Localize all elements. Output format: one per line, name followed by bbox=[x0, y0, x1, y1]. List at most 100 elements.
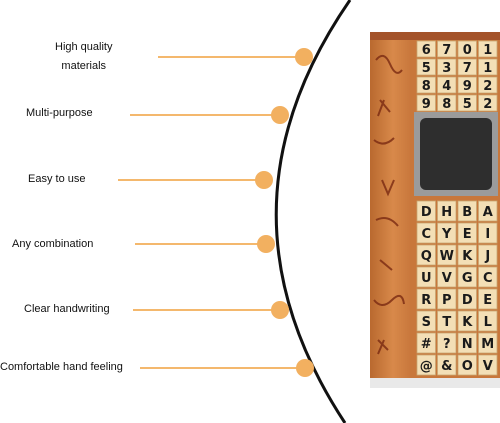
stamp-block bbox=[478, 354, 498, 376]
stamp-character: 8 bbox=[442, 97, 451, 112]
stamp-character: P bbox=[442, 293, 452, 308]
feature-label-any-combination: Any combination bbox=[12, 238, 94, 250]
stamp-block bbox=[416, 244, 436, 266]
stamp-character: K bbox=[462, 249, 473, 264]
stamp-character: K bbox=[462, 315, 473, 330]
stamp-block bbox=[478, 200, 498, 222]
stamp-character: 1 bbox=[483, 61, 492, 76]
stamp-block bbox=[437, 244, 457, 266]
stamp-block bbox=[437, 288, 457, 310]
stamp-character: V bbox=[442, 271, 452, 286]
stamp-character: & bbox=[441, 359, 452, 374]
stamp-character: W bbox=[440, 249, 454, 264]
stamp-block bbox=[478, 58, 498, 76]
stamp-character: 3 bbox=[442, 61, 451, 76]
stamp-block bbox=[457, 266, 477, 288]
stamp-block bbox=[416, 266, 436, 288]
stamp-character: E bbox=[463, 227, 472, 242]
stamp-character: @ bbox=[420, 359, 433, 374]
stamp-character: 1 bbox=[483, 43, 492, 58]
stamp-character: Q bbox=[421, 249, 432, 264]
stamp-block bbox=[416, 94, 436, 112]
stamp-block bbox=[416, 310, 436, 332]
connector-dot bbox=[271, 301, 289, 319]
stamp-block bbox=[437, 200, 457, 222]
stamp-block bbox=[437, 40, 457, 58]
stamp-character: # bbox=[421, 337, 432, 352]
stamp-block bbox=[437, 310, 457, 332]
stamp-character: 7 bbox=[442, 43, 451, 58]
stamp-character: ? bbox=[443, 337, 451, 352]
stamp-character: T bbox=[442, 315, 451, 330]
stamp-character: C bbox=[421, 227, 431, 242]
stamp-character: Y bbox=[441, 227, 452, 242]
stamp-block bbox=[478, 244, 498, 266]
box-shadow bbox=[370, 378, 500, 388]
stamp-character: O bbox=[462, 359, 473, 374]
stamp-character: L bbox=[484, 315, 492, 330]
stamp-character: A bbox=[483, 205, 493, 220]
stamp-character: 9 bbox=[463, 79, 472, 94]
stamp-block bbox=[478, 332, 498, 354]
stamp-block bbox=[457, 58, 477, 76]
stamp-character: V bbox=[483, 359, 493, 374]
stamp-block bbox=[457, 332, 477, 354]
stamp-character: 6 bbox=[422, 43, 431, 58]
stamp-character: R bbox=[421, 293, 431, 308]
stamp-block bbox=[478, 288, 498, 310]
stamp-block bbox=[457, 200, 477, 222]
stamp-block bbox=[437, 354, 457, 376]
stamp-character: U bbox=[421, 271, 432, 286]
stamp-character: D bbox=[421, 205, 432, 220]
feature-label-clear-handwriting: Clear handwriting bbox=[24, 303, 110, 315]
stamp-character: 2 bbox=[483, 79, 492, 94]
stamp-block bbox=[416, 332, 436, 354]
stamp-block bbox=[457, 288, 477, 310]
stamp-block bbox=[457, 222, 477, 244]
stamp-character: 4 bbox=[442, 79, 451, 94]
stamp-character: G bbox=[462, 271, 473, 286]
stamp-character: E bbox=[483, 293, 492, 308]
stamp-character: 8 bbox=[422, 79, 431, 94]
stamp-block bbox=[416, 40, 436, 58]
stamp-character: 5 bbox=[422, 61, 431, 76]
stamp-block bbox=[416, 200, 436, 222]
stamp-character: 5 bbox=[463, 97, 472, 112]
feature-label-comfortable: Comfortable hand feeling bbox=[0, 361, 123, 373]
stamp-character: 7 bbox=[463, 61, 472, 76]
ink-pad bbox=[420, 118, 492, 190]
stamp-block bbox=[478, 94, 498, 112]
feature-label-high-quality: High quality materials bbox=[55, 41, 113, 72]
connector-dot bbox=[295, 48, 313, 66]
stamp-character: N bbox=[462, 337, 473, 352]
connector-dot bbox=[255, 171, 273, 189]
stamp-block bbox=[457, 76, 477, 94]
stamp-block bbox=[416, 288, 436, 310]
stamp-character: D bbox=[462, 293, 473, 308]
stamp-block bbox=[457, 94, 477, 112]
stamp-character: I bbox=[485, 227, 490, 242]
stamp-block bbox=[437, 266, 457, 288]
stamp-block bbox=[478, 310, 498, 332]
stamp-block bbox=[437, 222, 457, 244]
box-side bbox=[370, 38, 416, 378]
stamp-block bbox=[478, 266, 498, 288]
stamp-block bbox=[437, 58, 457, 76]
connector-dot bbox=[296, 359, 314, 377]
stamp-block bbox=[478, 76, 498, 94]
stamp-block bbox=[457, 244, 477, 266]
box-pattern bbox=[373, 54, 405, 355]
stamp-block bbox=[457, 40, 477, 58]
stamp-block bbox=[478, 40, 498, 58]
stamp-block bbox=[437, 332, 457, 354]
stamp-character: 2 bbox=[483, 97, 492, 112]
stamp-character: C bbox=[483, 271, 493, 286]
box-top-edge bbox=[370, 32, 500, 40]
stamp-character: 9 bbox=[422, 97, 431, 112]
stamp-block bbox=[416, 354, 436, 376]
